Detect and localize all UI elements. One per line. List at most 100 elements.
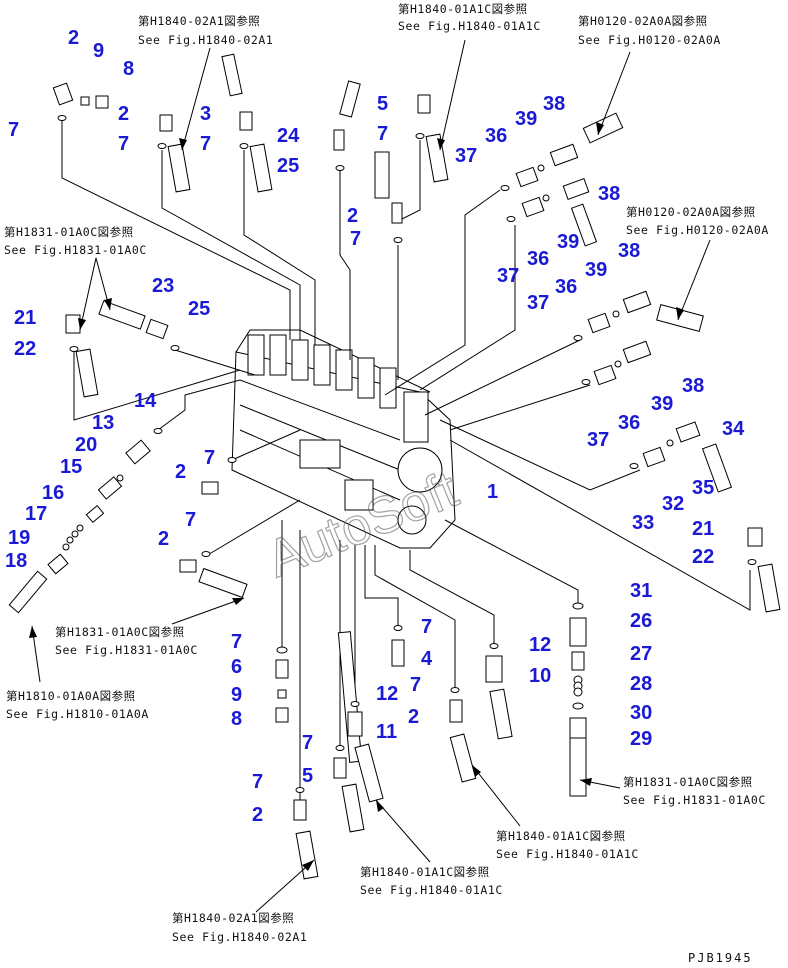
part-callout: 10 [529,665,551,687]
part-callout: 7 [410,674,421,696]
part-callout: 35 [692,477,714,499]
ref-note-jp: 第H1810-01A0A図参照 [6,689,136,703]
part-callout: 29 [630,728,652,750]
part-callout: 6 [231,656,242,678]
part-callout: 37 [587,429,609,451]
part-callout: 1 [487,481,498,503]
part-callout: 39 [515,108,537,130]
drawing-code: PJB1945 [688,951,753,965]
part-callout: 2 [158,528,169,550]
ref-note-en: See Fig.H1831-01A0C [55,643,198,657]
main-valve-body [231,329,456,549]
ref-note-jp: 第H1840-01A1C図参照 [496,829,626,843]
part-callout: 36 [527,248,549,270]
part-callout: 2 [68,27,79,49]
ref-note: 第H1831-01A0C図参照 See Fig.H1831-01A0C [4,225,147,257]
part-callout: 38 [543,93,565,115]
ref-note-en: See Fig.H0120-02A0A [626,223,769,237]
ref-note: 第H1840-02A1図参照 See Fig.H1840-02A1 [138,14,273,47]
part-callout: 17 [25,503,47,525]
part-callout: 2 [408,706,419,728]
ref-note-jp: 第H1831-01A0C図参照 [4,225,134,239]
part-callout: 24 [277,125,300,147]
ref-note-en: See Fig.H1831-01A0C [623,793,766,807]
part-callout: 5 [377,93,388,115]
part-callout: 19 [8,527,30,549]
part-callout: 37 [527,292,549,314]
ref-note: 第H1840-02A1図参照 See Fig.H1840-02A1 [172,911,307,944]
ref-note: 第H0120-02A0A図参照 See Fig.H0120-02A0A [578,14,721,47]
part-callout: 31 [630,580,652,602]
ref-note-en: See Fig.H1840-01A1C [496,847,639,861]
reference-arrows [29,39,711,913]
ref-note-en: See Fig.H1840-01A1C [398,19,541,33]
ref-note-en: See Fig.H1840-01A1C [360,883,503,897]
part-callout: 27 [630,643,652,665]
part-callout: 36 [485,125,507,147]
part-callout: 2 [252,804,263,826]
part-callout: 4 [421,648,433,670]
part-callout: 25 [188,298,210,320]
part-callout: 34 [722,418,745,440]
part-callout: 7 [302,732,313,754]
leader-lines [61,120,751,800]
ref-note-en: See Fig.H0120-02A0A [578,33,721,47]
ref-note: 第H1840-01A1C図参照 See Fig.H1840-01A1C [360,865,503,897]
ref-note: 第H1831-01A0C図参照 See Fig.H1831-01A0C [55,625,198,657]
part-callout: 7 [377,123,388,145]
part-callout: 2 [118,103,129,125]
part-callout: 3 [200,103,211,125]
part-callout: 38 [598,183,620,205]
ref-note-jp: 第H0120-02A0A図参照 [578,14,708,28]
part-callout: 7 [8,119,19,141]
part-callout: 37 [455,145,477,167]
part-callout: 21 [692,518,714,540]
part-callout: 7 [350,228,361,250]
part-callout: 2 [347,205,358,227]
ref-note-en: See Fig.H1840-02A1 [172,930,307,944]
part-callout: 9 [231,684,242,706]
ref-note-jp: 第H0120-02A0A図参照 [626,205,756,219]
ref-note-jp: 第H1831-01A0C図参照 [55,625,185,639]
part-callout: 7 [231,631,242,653]
ref-note: 第H1810-01A0A図参照 See Fig.H1810-01A0A [6,689,149,721]
part-callout: 28 [630,673,652,695]
part-callout: 12 [529,634,551,656]
ref-note-jp: 第H1831-01A0C図参照 [623,775,753,789]
part-callout: 11 [376,721,397,743]
part-callout: 20 [75,434,97,456]
ref-note-en: See Fig.H1840-02A1 [138,33,273,47]
part-callout: 39 [585,259,607,281]
part-callout: 25 [277,155,299,177]
part-callout: 14 [134,390,157,412]
part-callout: 8 [123,58,134,80]
ref-note-jp: 第H1840-01A1C図参照 [360,865,490,879]
reference-notes: 第H1840-02A1図参照 See Fig.H1840-02A1 第H1840… [4,2,769,944]
part-callout: 5 [302,765,313,787]
part-callout: 8 [231,708,242,730]
part-callout: 21 [14,307,36,329]
part-callout: 13 [92,412,114,434]
part-callout: 23 [152,275,174,297]
part-callout: 16 [42,482,64,504]
ref-note-jp: 第H1840-02A1図参照 [138,14,260,28]
part-callouts: 2 9 8 7 2 7 3 7 24 25 5 7 39 38 36 37 38… [5,27,745,826]
fittings [8,53,781,880]
part-callout: 37 [497,265,519,287]
ref-note-jp: 第H1840-02A1図参照 [172,911,294,925]
part-callout: 18 [5,550,27,572]
part-callout: 2 [175,461,186,483]
part-callout: 38 [618,240,640,262]
part-callout: 15 [60,456,82,478]
part-callout: 7 [204,447,215,469]
part-callout: 33 [632,512,654,534]
ref-note-en: See Fig.H1810-01A0A [6,707,149,721]
part-callout: 12 [376,683,398,705]
part-callout: 36 [555,276,577,298]
part-callout: 7 [421,616,432,638]
part-callout: 22 [14,338,36,360]
part-callout: 26 [630,610,652,632]
ref-note-en: See Fig.H1831-01A0C [4,243,147,257]
part-callout: 30 [630,702,652,724]
